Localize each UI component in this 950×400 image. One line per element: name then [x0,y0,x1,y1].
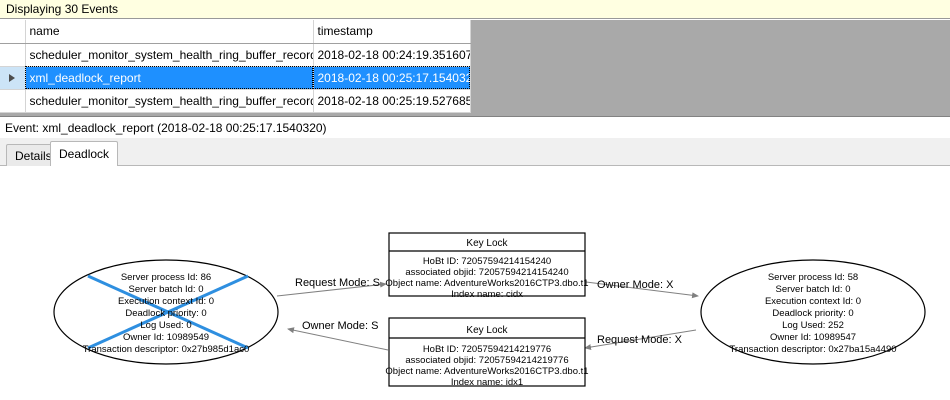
event-header-label: Event: xml_deadlock_report (2018-02-18 0… [5,121,327,135]
cell-timestamp[interactable]: 2018-02-18 00:24:19.3516078 [313,43,471,67]
row-selector-arrow-icon [4,67,21,89]
process-right-line-7: Transaction descriptor: 0x27ba15a4490 [729,344,896,355]
cell-timestamp[interactable]: 2018-02-18 00:25:19.5276859 [313,89,471,113]
table-header-row: name timestamp [0,20,471,44]
key-lock-bottom-line-3: Object name: AdventureWorks2016CTP3.dbo.… [385,366,588,377]
cell-name[interactable]: xml_deadlock_report [25,66,314,90]
row-selector-cell[interactable] [0,89,26,113]
column-header-selector[interactable] [0,20,26,44]
cell-name[interactable]: scheduler_monitor_system_health_ring_buf… [25,89,314,113]
process-right-line-1: Server process Id: 58 [768,272,858,283]
edge-left-owner: Owner Mode: S [287,320,389,351]
edge-right-request: Request Mode: X [584,329,697,351]
process-left-line-6: Owner Id: 10989549 [123,332,209,343]
process-left-line-4: Deadlock priority: 0 [125,308,206,319]
tab-deadlock-label: Deadlock [59,147,110,161]
key-lock-top-line-3: Object name: AdventureWorks2016CTP3.dbo.… [385,278,588,289]
cell-timestamp[interactable]: 2018-02-18 00:25:17.1540320 [313,66,471,90]
row-selector-cell[interactable] [0,66,26,90]
edge-left-request-label: Request Mode: S [295,277,380,289]
process-left-line-2: Server batch Id: 0 [129,284,204,295]
row-selector-cell[interactable] [0,43,26,67]
events-table: name timestamp scheduler_monitor_system_… [0,20,471,113]
table-row-selected[interactable]: xml_deadlock_report 2018-02-18 00:25:17.… [0,66,471,90]
edge-right-owner: Owner Mode: X [585,279,699,299]
events-grid[interactable]: name timestamp scheduler_monitor_system_… [0,20,950,117]
process-right-line-5: Log Used: 252 [782,320,844,331]
process-left-line-3: Execution context Id: 0 [118,296,214,307]
process-node-left[interactable]: Server process Id: 86 Server batch Id: 0… [53,259,279,365]
key-lock-top-title: Key Lock [466,238,508,249]
resource-node-key-lock-bottom[interactable]: Key Lock HoBt ID: 72057594214219776 asso… [385,317,589,388]
events-count-banner: Displaying 30 Events [0,0,950,19]
process-right-line-4: Deadlock priority: 0 [772,308,853,319]
key-lock-bottom-title: Key Lock [466,325,508,336]
process-right-line-3: Execution context Id: 0 [765,296,861,307]
edge-left-owner-label: Owner Mode: S [302,320,378,332]
column-header-timestamp[interactable]: timestamp [313,20,471,44]
table-row[interactable]: scheduler_monitor_system_health_ring_buf… [0,89,471,113]
tab-strip: Details Deadlock [0,138,950,166]
process-right-line-2: Server batch Id: 0 [776,284,851,295]
process-left-line-7: Transaction descriptor: 0x27b985d1ac0 [83,344,250,355]
table-row[interactable]: scheduler_monitor_system_health_ring_buf… [0,43,471,67]
resource-node-key-lock-top[interactable]: Key Lock HoBt ID: 72057594214154240 asso… [385,232,589,300]
key-lock-bottom-line-4: Index name: idx1 [451,377,523,388]
deadlock-graph-canvas[interactable]: Request Mode: S Owner Mode: S Owner Mode… [0,166,950,400]
key-lock-top-line-1: HoBt ID: 72057594214154240 [423,256,551,267]
key-lock-top-line-4: Index name: cidx [451,289,523,300]
process-left-line-1: Server process Id: 86 [121,272,211,283]
tab-deadlock[interactable]: Deadlock [50,141,119,166]
key-lock-bottom-line-1: HoBt ID: 72057594214219776 [423,344,551,355]
key-lock-top-line-2: associated objid: 72057594214154240 [405,267,568,278]
process-node-right[interactable]: Server process Id: 58 Server batch Id: 0… [700,259,926,365]
event-header: Event: xml_deadlock_report (2018-02-18 0… [0,118,950,138]
edge-right-owner-label: Owner Mode: X [597,279,674,291]
edge-left-request: Request Mode: S [276,277,387,297]
process-left-line-5: Log Used: 0 [140,320,191,331]
edge-right-request-label: Request Mode: X [597,334,683,346]
column-header-name[interactable]: name [25,20,314,44]
key-lock-bottom-line-2: associated objid: 72057594214219776 [405,355,568,366]
process-right-line-6: Owner Id: 10989547 [770,332,856,343]
events-count-label: Displaying 30 Events [6,2,119,16]
cell-name[interactable]: scheduler_monitor_system_health_ring_buf… [25,43,314,67]
tab-details-label: Details [15,148,52,163]
